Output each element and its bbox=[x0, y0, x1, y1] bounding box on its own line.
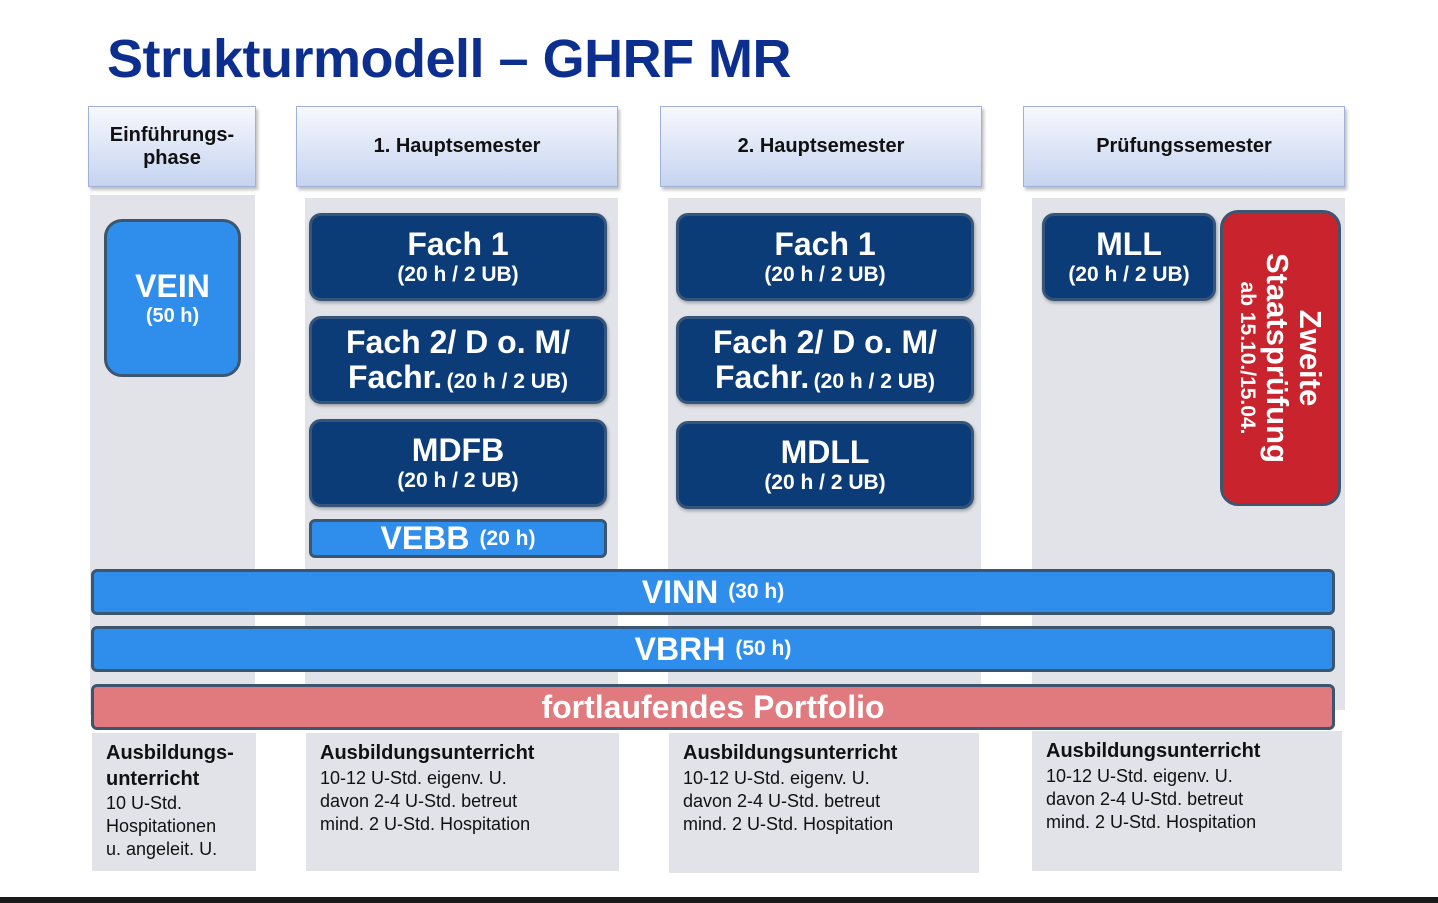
module-name: MDFB bbox=[411, 431, 505, 468]
phase-label: 2. Hauptsemester bbox=[737, 135, 905, 157]
info-line: 10 U-Std. bbox=[106, 793, 183, 814]
info-heading-line1: Ausbildungs- bbox=[106, 742, 234, 764]
bar-name: VBRH bbox=[634, 630, 726, 667]
phase-label-line1: Einführungs- bbox=[109, 123, 235, 146]
sem1-mdfb-module: MDFB (20 h / 2 UB) bbox=[309, 419, 607, 507]
info-line: davon 2-4 U-Std. betreut bbox=[1046, 788, 1244, 809]
vein-hours: (50 h) bbox=[145, 305, 200, 327]
page-title: Strukturmodell – GHRF MR bbox=[107, 29, 792, 89]
module-name: Fach 1 bbox=[407, 225, 509, 262]
module-detail: (20 h / 2 UB) bbox=[397, 263, 519, 286]
phase-label: 1. Hauptsemester bbox=[373, 135, 541, 157]
module-name: Fach 1 bbox=[774, 225, 876, 262]
bar-detail: (30 h) bbox=[728, 580, 785, 603]
info-line: mind. 2 U-Std. Hospitation bbox=[320, 813, 531, 834]
vinn-bar: VINN (30 h) bbox=[91, 569, 1335, 615]
portfolio-label: fortlaufendes Portfolio bbox=[541, 688, 885, 725]
info-line: 10-12 U-Std. eigenv. U. bbox=[683, 767, 870, 788]
info-line: 10-12 U-Std. eigenv. U. bbox=[320, 767, 507, 788]
info-line: Hospitationen bbox=[106, 816, 217, 837]
info-box-pruef: Ausbildungsunterricht 10-12 U-Std. eigen… bbox=[1032, 731, 1342, 871]
module-name-line1: Fach 2/ D o. M/ bbox=[712, 323, 938, 360]
staat-detail: ab 15.10./15.04. bbox=[1235, 281, 1259, 435]
phase-label-line2: phase bbox=[143, 146, 201, 169]
sem2-mdll-module: MDLL (20 h / 2 UB) bbox=[676, 421, 974, 509]
staatspruefung-module: Zweite Staatsprüfung ab 15.10./15.04. bbox=[1220, 210, 1341, 506]
module-name-line2: Fachr. bbox=[347, 359, 443, 395]
module-detail: (20 h) bbox=[479, 526, 536, 550]
info-box-sem2: Ausbildungsunterricht 10-12 U-Std. eigen… bbox=[669, 733, 979, 873]
module-detail: (20 h / 2 UB) bbox=[446, 370, 569, 393]
sem2-fach2-module: Fach 2/ D o. M/ Fachr. (20 h / 2 UB) bbox=[676, 316, 974, 404]
sem2-fach1-module: Fach 1 (20 h / 2 UB) bbox=[676, 213, 974, 301]
vbrh-bar: VBRH (50 h) bbox=[91, 626, 1335, 672]
phase-header-sem2: 2. Hauptsemester bbox=[660, 106, 982, 187]
vein-module: VEIN (50 h) bbox=[104, 219, 241, 377]
module-name-line1: Fach 2/ D o. M/ bbox=[345, 323, 571, 360]
info-line: 10-12 U-Std. eigenv. U. bbox=[1046, 765, 1233, 786]
info-heading: Ausbildungsunterricht bbox=[683, 742, 898, 764]
bar-detail: (50 h) bbox=[735, 637, 792, 660]
module-detail: (20 h / 2 UB) bbox=[397, 469, 519, 492]
info-heading: Ausbildungsunterricht bbox=[1046, 740, 1261, 762]
info-heading-line2: unterricht bbox=[106, 767, 200, 790]
sem1-vebb-module: VEBB (20 h) bbox=[309, 519, 607, 558]
sem1-fach1-module: Fach 1 (20 h / 2 UB) bbox=[309, 213, 607, 301]
info-line: davon 2-4 U-Std. betreut bbox=[320, 790, 518, 811]
phase-header-einfuehrung: Einführungs-phase bbox=[88, 106, 256, 187]
info-line: mind. 2 U-Std. Hospitation bbox=[683, 813, 894, 834]
phase-header-pruef: Prüfungssemester bbox=[1023, 106, 1345, 187]
phase-header-sem1: 1. Hauptsemester bbox=[296, 106, 618, 187]
staat-line2: Staatsprüfung bbox=[1260, 252, 1296, 464]
module-detail: (20 h / 2 UB) bbox=[1068, 263, 1190, 286]
info-line: davon 2-4 U-Std. betreut bbox=[683, 790, 881, 811]
info-box-sem1: Ausbildungsunterricht 10-12 U-Std. eigen… bbox=[306, 733, 619, 871]
pruef-mll-module: MLL (20 h / 2 UB) bbox=[1042, 213, 1216, 301]
module-detail: (20 h / 2 UB) bbox=[813, 370, 936, 393]
phase-label: Prüfungssemester bbox=[1096, 135, 1272, 157]
sem1-fach2-module: Fach 2/ D o. M/ Fachr. (20 h / 2 UB) bbox=[309, 316, 607, 404]
module-name: VEBB bbox=[380, 520, 470, 556]
vein-name: VEIN bbox=[135, 268, 210, 304]
info-heading: Ausbildungsunterricht bbox=[320, 742, 535, 764]
module-name: MDLL bbox=[780, 433, 870, 470]
info-box-einfuehrung: Ausbildungs- unterricht 10 U-Std. Hospit… bbox=[92, 733, 256, 871]
module-detail: (20 h / 2 UB) bbox=[764, 471, 886, 494]
info-line: u. angeleit. U. bbox=[106, 839, 218, 860]
module-detail: (20 h / 2 UB) bbox=[764, 263, 886, 286]
module-name: MLL bbox=[1096, 225, 1162, 262]
portfolio-bar: fortlaufendes Portfolio bbox=[91, 684, 1335, 730]
bar-name: VINN bbox=[641, 573, 719, 610]
bottom-divider bbox=[0, 897, 1438, 903]
staat-line1: Zweite bbox=[1292, 309, 1328, 407]
module-name-line2: Fachr. bbox=[714, 359, 810, 395]
info-line: mind. 2 U-Std. Hospitation bbox=[1046, 811, 1257, 832]
